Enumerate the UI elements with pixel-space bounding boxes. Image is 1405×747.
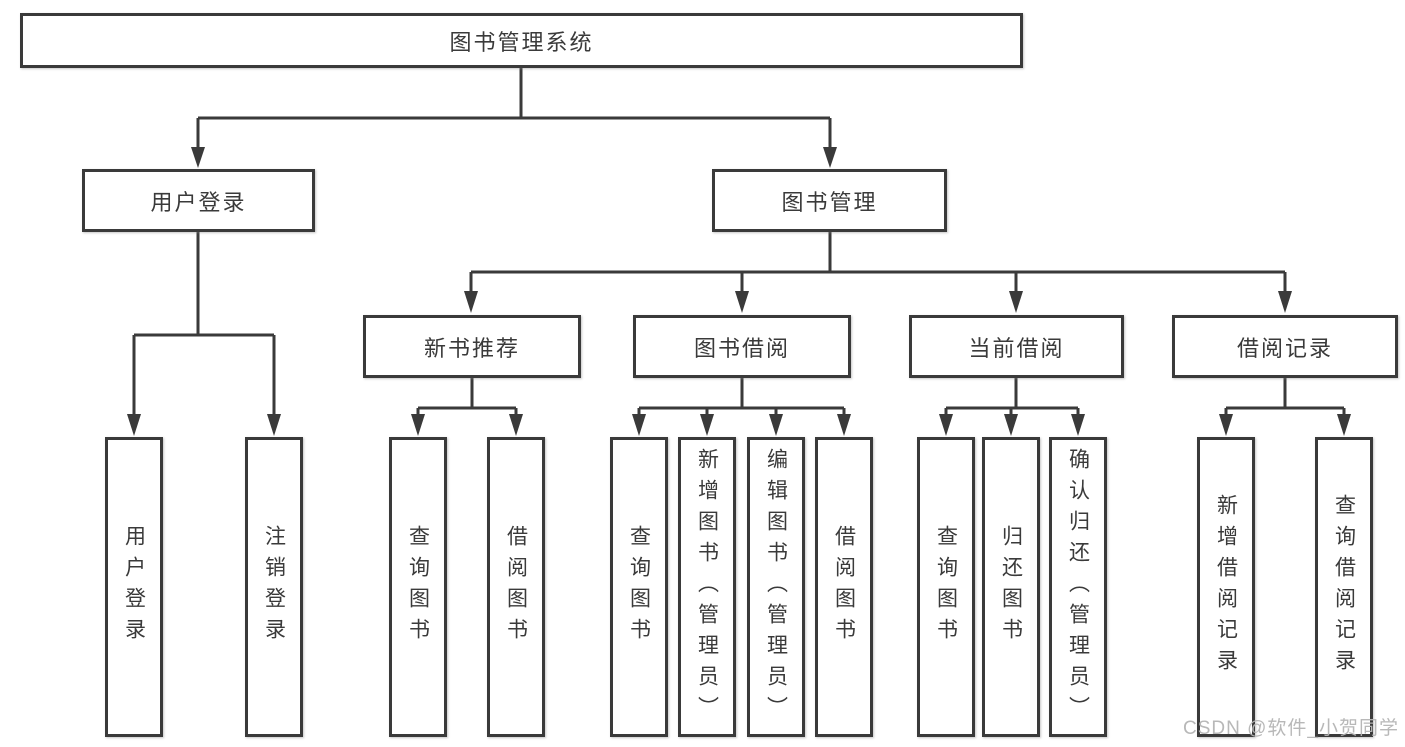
- leaf-query-books-recommend: 查询图书: [389, 437, 447, 737]
- leaf-logout: 注销登录: [245, 437, 303, 737]
- leaf-return-book: 归还图书: [982, 437, 1040, 737]
- leaf-user-login: 用户登录: [105, 437, 163, 737]
- leaf-edit-book-admin: 编辑图书（管理员）: [747, 437, 805, 737]
- leaf-query-books-borrow: 查询图书: [610, 437, 668, 737]
- node-current-borrow: 当前借阅: [909, 315, 1124, 378]
- leaf-borrow-books-borrow: 借阅图书: [815, 437, 873, 737]
- node-root: 图书管理系统: [20, 13, 1023, 68]
- leaf-add-book-admin: 新增图书（管理员）: [678, 437, 736, 737]
- node-book-borrow: 图书借阅: [633, 315, 851, 378]
- node-user-login: 用户登录: [82, 169, 315, 232]
- node-book-management: 图书管理: [712, 169, 947, 232]
- leaf-confirm-return-admin: 确认归还（管理员）: [1049, 437, 1107, 737]
- watermark: CSDN @软件_小贺同学: [1183, 718, 1399, 739]
- leaf-query-books-current: 查询图书: [917, 437, 975, 737]
- node-borrow-records: 借阅记录: [1172, 315, 1398, 378]
- node-new-book-recommend: 新书推荐: [363, 315, 581, 378]
- leaf-add-borrow-record: 新增借阅记录: [1197, 437, 1255, 737]
- leaf-borrow-books-recommend: 借阅图书: [487, 437, 545, 737]
- leaf-query-borrow-record: 查询借阅记录: [1315, 437, 1373, 737]
